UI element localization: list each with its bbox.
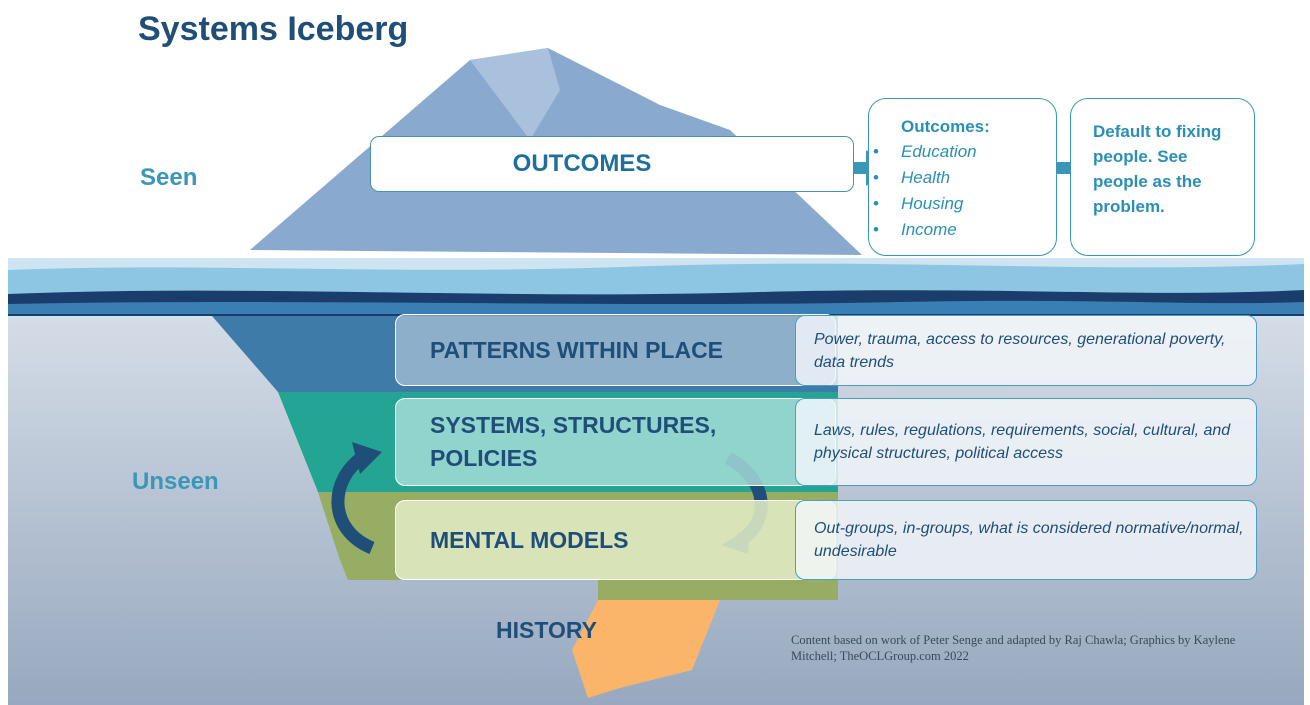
- layer-history-label: HISTORY: [496, 617, 597, 643]
- default-card: Default to fixing people. See people as …: [1070, 98, 1255, 256]
- unseen-label: Unseen: [132, 468, 219, 495]
- layer-systems-description: Laws, rules, regulations, requirements, …: [795, 398, 1257, 486]
- layer-systems-band: SYSTEMS, STRUCTURES, POLICIES: [395, 398, 836, 486]
- outcomes-list-item: •Income: [873, 220, 957, 239]
- outcomes-list: •Education •Health •Housing •Income: [873, 139, 1056, 243]
- layer-mental-models-description: Out-groups, in-groups, what is considere…: [795, 500, 1257, 580]
- water-blue-band: [8, 300, 1304, 314]
- layer-history-shape: [572, 600, 720, 698]
- outcomes-list-item: •Education: [873, 142, 977, 161]
- layer-mental-models-band: MENTAL MODELS: [395, 500, 836, 580]
- curved-arrow-up: [331, 450, 375, 555]
- outcomes-box: OUTCOMES: [370, 136, 854, 192]
- iceberg-tip-highlight: [470, 48, 560, 140]
- outcomes-list-header: Outcomes:: [901, 117, 990, 136]
- layer-patterns-band: PATTERNS WITHIN PLACE: [395, 314, 836, 386]
- outcomes-list-item: •Housing: [873, 194, 964, 213]
- seen-label: Seen: [140, 164, 198, 191]
- outcomes-list-item: •Health: [873, 168, 951, 187]
- outcomes-list-card: Outcomes: •Education •Health •Housing •I…: [868, 98, 1057, 256]
- credit-text: Content based on work of Peter Senge and…: [791, 633, 1236, 663]
- layer-patterns-description: Power, trauma, access to resources, gene…: [795, 315, 1257, 386]
- page-title: Systems Iceberg: [138, 10, 409, 48]
- arrow-up-head: [352, 442, 382, 474]
